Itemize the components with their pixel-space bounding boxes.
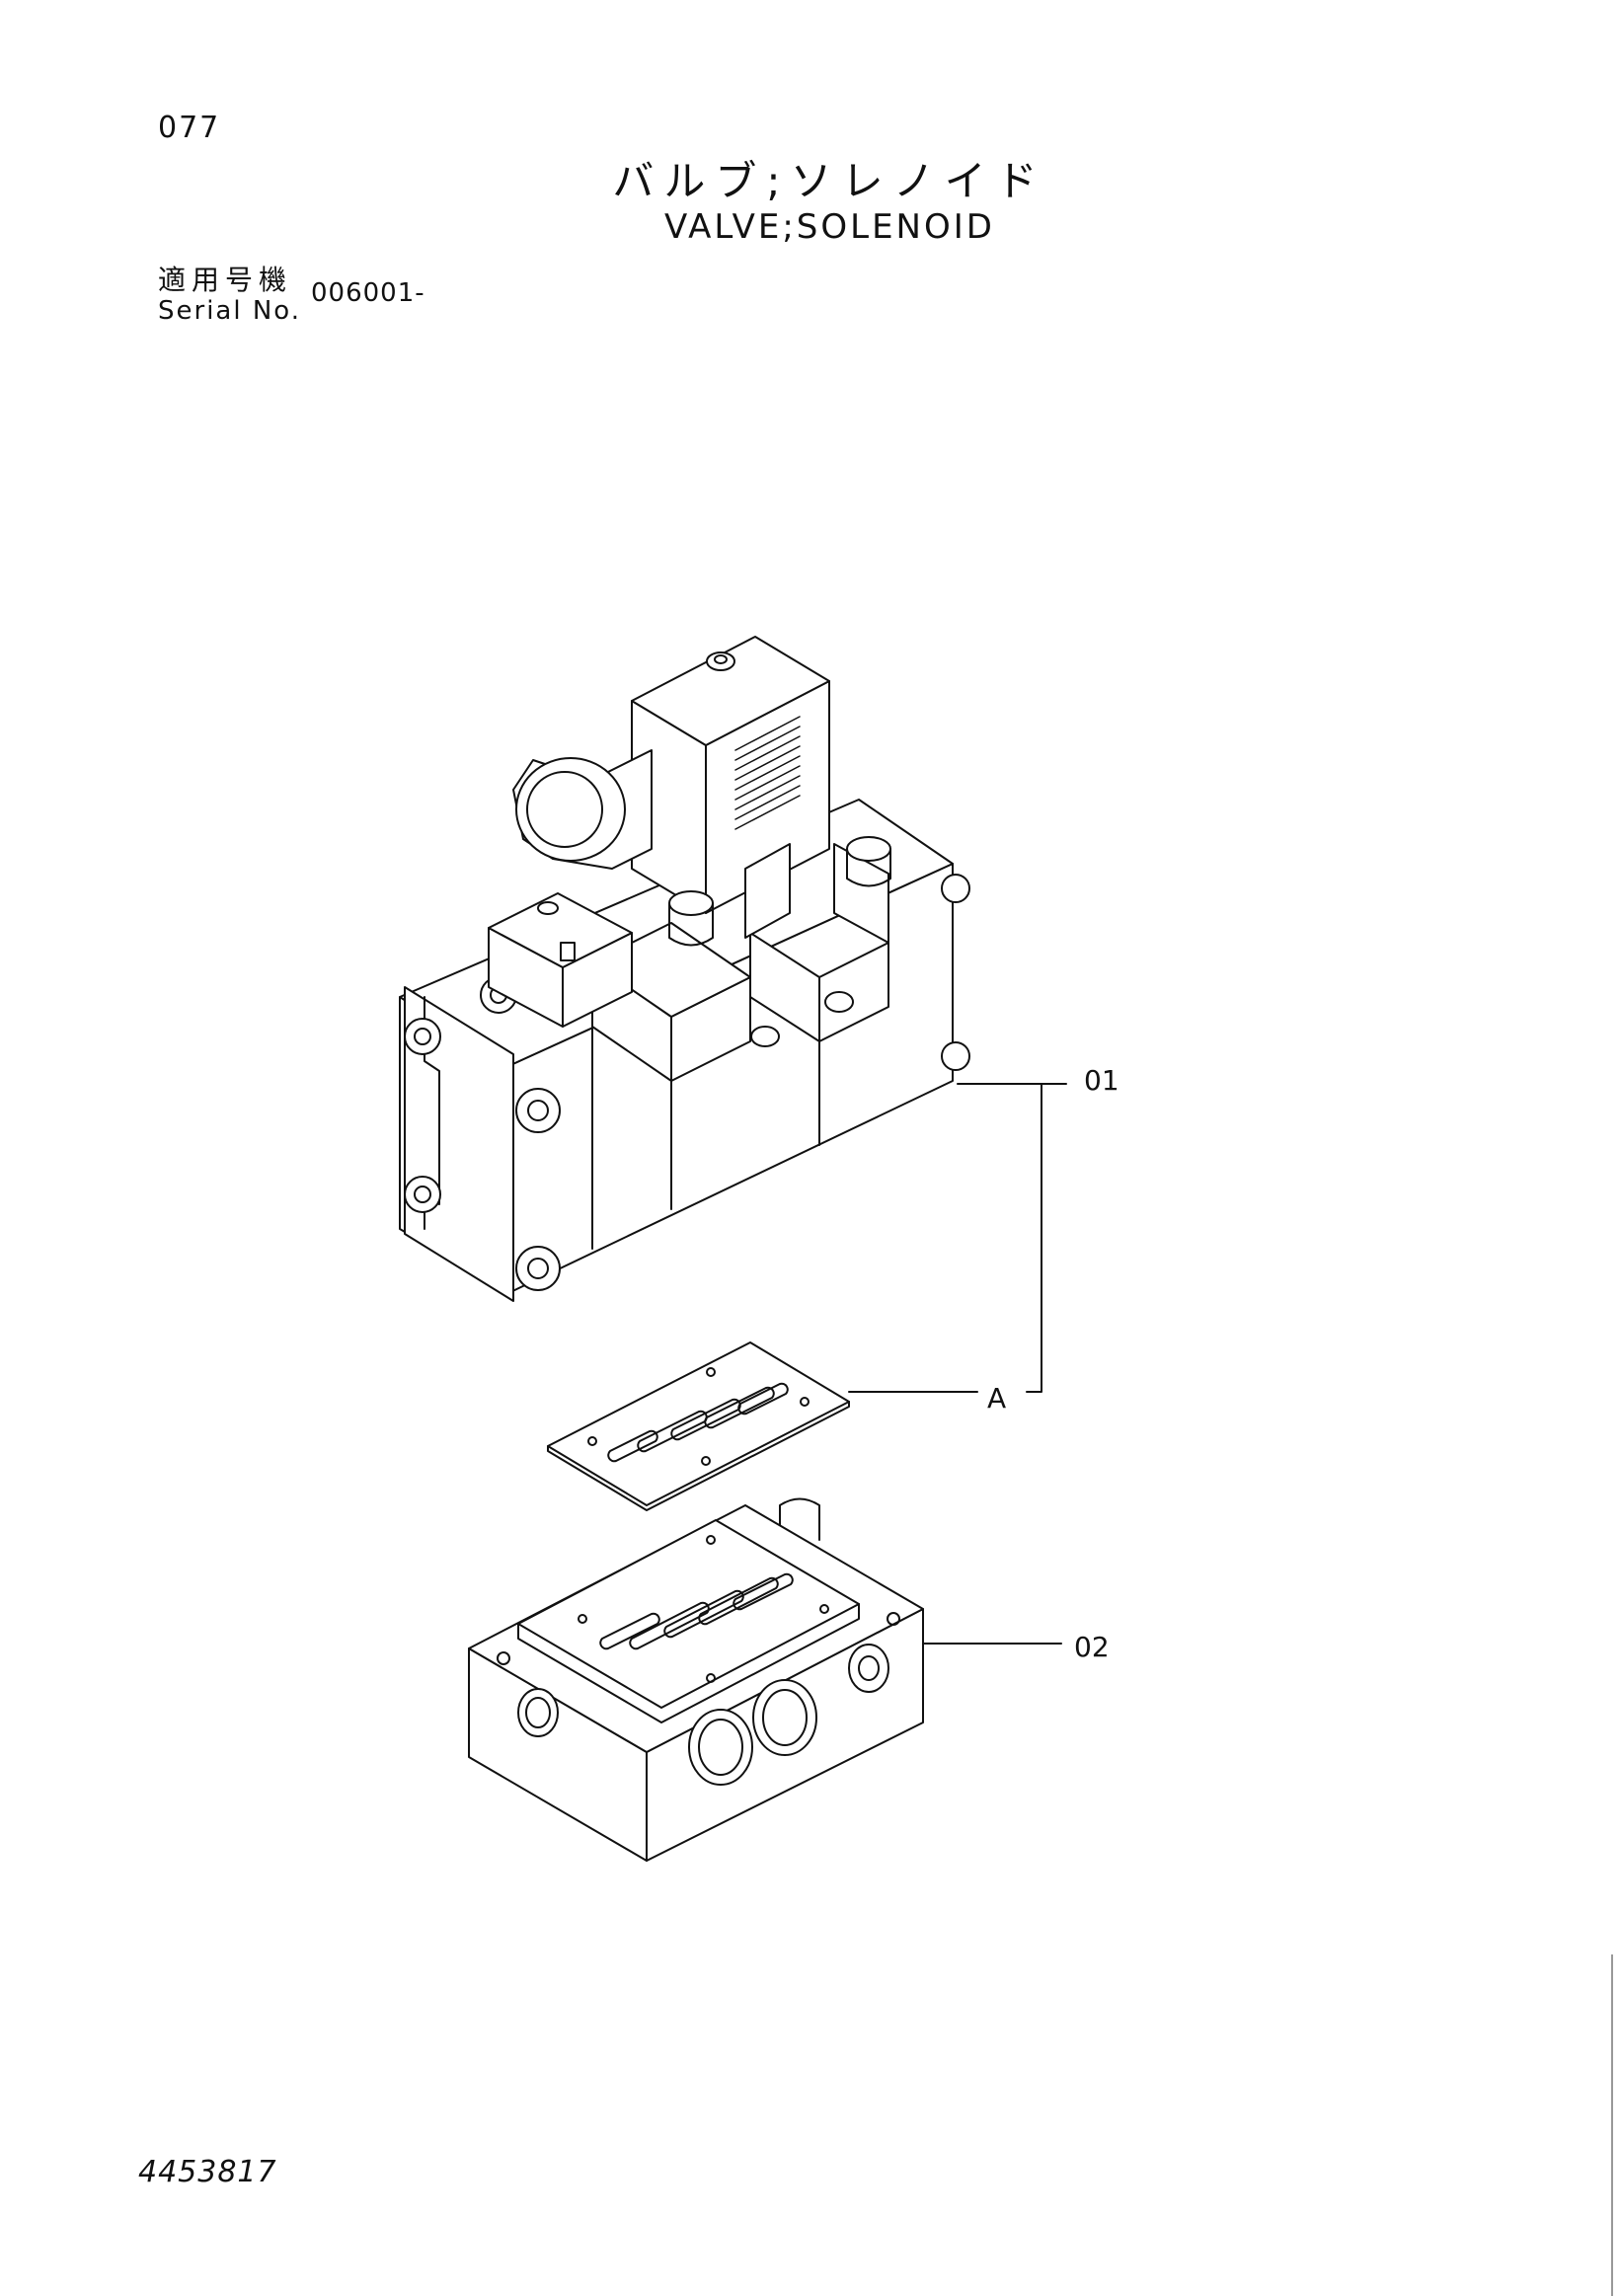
manifold-base <box>468 1497 924 1862</box>
callout-part-02: 02 <box>1074 1631 1110 1663</box>
document-number: 4453817 <box>138 2155 277 2189</box>
title-english: VALVE;SOLENOID <box>664 207 995 247</box>
scan-edge-line <box>1611 1954 1613 2296</box>
callout-part-A: A <box>987 1382 1007 1415</box>
title-japanese: バルブ;ソレノイド <box>612 157 1047 205</box>
gasket-plate <box>547 1341 850 1511</box>
solenoid-valve-assembly <box>399 636 970 1302</box>
serial-label-english: Serial No. <box>158 296 301 326</box>
serial-number-value: 006001- <box>311 278 425 308</box>
callout-part-01: 01 <box>1084 1064 1119 1097</box>
leader-lines <box>848 1083 1067 1645</box>
serial-label-japanese: 適用号機 <box>158 264 293 296</box>
page-number: 077 <box>158 111 221 145</box>
